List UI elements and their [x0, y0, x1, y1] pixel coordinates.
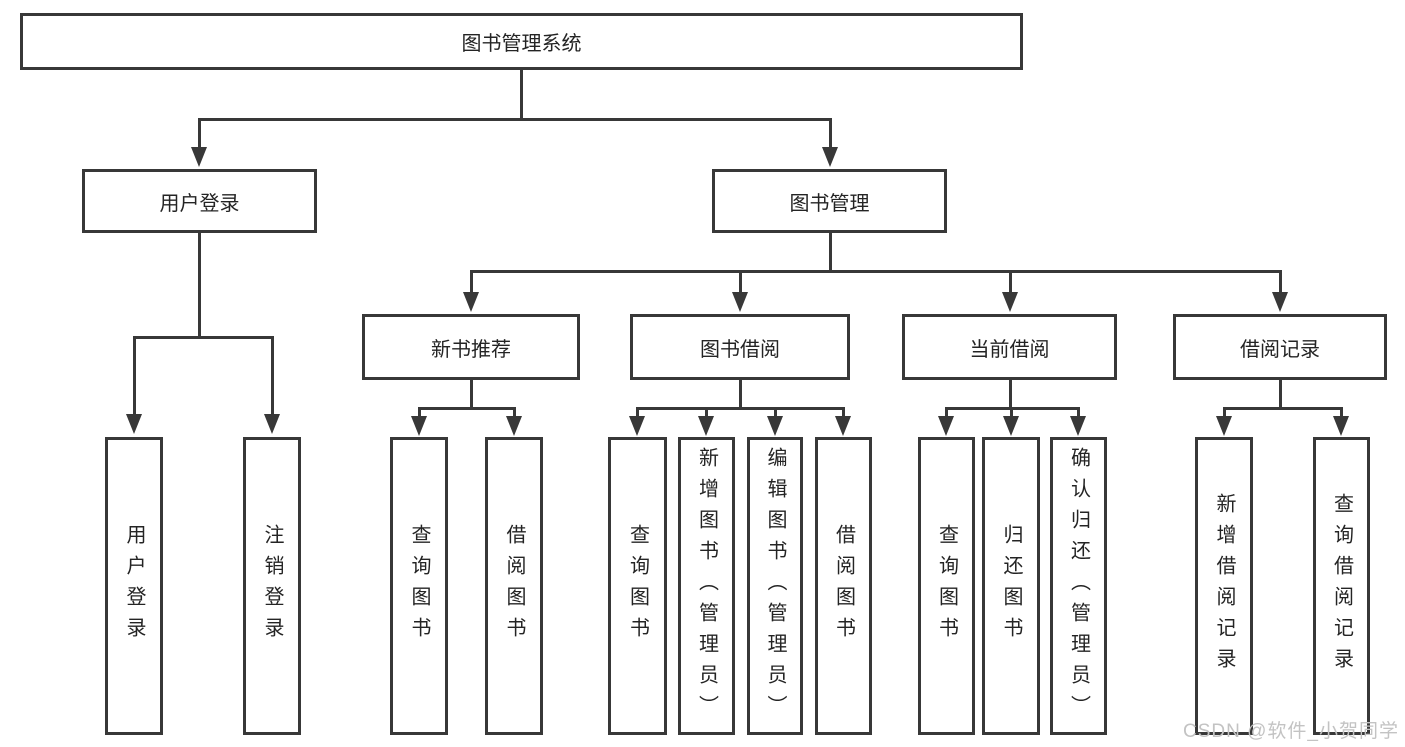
arrow-down-icon [264, 414, 280, 434]
node-label: 编辑图书（管理员） [764, 446, 786, 726]
connector-line [133, 336, 273, 339]
arrow-down-icon [835, 416, 851, 436]
connector-line [470, 270, 473, 293]
connector-line [418, 407, 421, 419]
connector-line [636, 407, 639, 419]
node-borrowing-records: 借阅记录 [1173, 314, 1387, 380]
arrow-down-icon [732, 292, 748, 312]
connector-line [842, 407, 845, 419]
connector-line [705, 407, 708, 419]
node-label: 归还图书 [1000, 524, 1022, 648]
arrow-down-icon [191, 147, 207, 167]
node-leaf-return-books: 归还图书 [982, 437, 1040, 735]
node-label: 查询图书 [626, 524, 649, 648]
connector-line [1010, 407, 1013, 419]
node-book-borrowing: 图书借阅 [630, 314, 850, 380]
connector-line [198, 233, 201, 336]
arrow-down-icon [822, 147, 838, 167]
node-leaf-add-books-admin: 新增图书（管理员） [678, 437, 735, 735]
connector-line [945, 407, 948, 419]
connector-line [198, 118, 832, 121]
node-label: 新书推荐 [431, 338, 511, 361]
node-label: 图书借阅 [700, 338, 780, 361]
connector-line [418, 407, 515, 410]
arrow-down-icon [767, 416, 783, 436]
connector-line [198, 118, 201, 148]
node-label: 新增借阅记录 [1213, 493, 1235, 679]
node-leaf-borrow-books-recommend: 借阅图书 [485, 437, 543, 735]
node-leaf-query-books-current: 查询图书 [918, 437, 975, 735]
node-label: 注销登录 [261, 524, 283, 648]
arrow-down-icon [411, 416, 427, 436]
node-label: 用户登录 [123, 524, 145, 648]
connector-line [1279, 270, 1282, 293]
node-label: 确认归还（管理员） [1067, 446, 1090, 726]
node-label: 图书管理系统 [461, 33, 582, 55]
connector-line [829, 118, 832, 148]
connector-line [513, 407, 516, 419]
connector-line [1223, 407, 1226, 419]
node-leaf-add-borrow-record: 新增借阅记录 [1195, 437, 1253, 735]
node-leaf-confirm-return-admin: 确认归还（管理员） [1050, 437, 1107, 735]
arrow-down-icon [698, 416, 714, 436]
connector-line [1077, 407, 1080, 419]
connector-line [470, 380, 473, 407]
connector-line [829, 233, 832, 270]
node-new-book-recommend: 新书推荐 [362, 314, 580, 380]
connector-line [1279, 380, 1282, 407]
node-leaf-query-books-borrowing: 查询图书 [608, 437, 667, 735]
node-user-login-module: 用户登录 [82, 169, 317, 233]
node-label: 查询图书 [935, 524, 958, 648]
connector-line [739, 270, 742, 293]
node-library-management-system: 图书管理系统 [20, 13, 1023, 70]
connector-line [739, 380, 742, 407]
arrow-down-icon [1002, 292, 1018, 312]
connector-line [774, 407, 777, 419]
connector-line [133, 336, 136, 415]
arrow-down-icon [1070, 416, 1086, 436]
arrow-down-icon [629, 416, 645, 436]
connector-line [636, 407, 844, 410]
connector-line [1009, 380, 1012, 407]
node-label: 查询图书 [408, 524, 430, 648]
node-label: 借阅图书 [832, 524, 855, 648]
connector-line [1223, 407, 1342, 410]
node-current-borrowing: 当前借阅 [902, 314, 1117, 380]
node-book-management-module: 图书管理 [712, 169, 947, 233]
arrow-down-icon [1272, 292, 1288, 312]
node-label: 图书管理 [789, 192, 870, 215]
connector-line [470, 270, 1281, 273]
node-label: 借阅图书 [503, 524, 525, 648]
csdn-watermark: CSDN @软件_小贺同学 [1183, 721, 1399, 742]
arrow-down-icon [126, 414, 142, 434]
node-label: 新增图书（管理员） [695, 446, 718, 726]
node-leaf-borrow-books: 借阅图书 [815, 437, 872, 735]
arrow-down-icon [1003, 416, 1019, 436]
arrow-down-icon [463, 292, 479, 312]
node-label: 用户登录 [159, 192, 240, 215]
arrow-down-icon [938, 416, 954, 436]
node-leaf-edit-books-admin: 编辑图书（管理员） [747, 437, 803, 735]
connector-line [271, 336, 274, 415]
node-label: 查询借阅记录 [1330, 493, 1353, 679]
connector-line [1340, 407, 1343, 419]
node-label: 当前借阅 [969, 338, 1050, 361]
arrow-down-icon [506, 416, 522, 436]
arrow-down-icon [1216, 416, 1232, 436]
node-label: 借阅记录 [1240, 338, 1320, 361]
connector-line [1009, 270, 1012, 293]
node-leaf-query-borrow-record: 查询借阅记录 [1313, 437, 1370, 735]
arrow-down-icon [1333, 416, 1349, 436]
node-leaf-user-login: 用户登录 [105, 437, 163, 735]
node-leaf-logout: 注销登录 [243, 437, 301, 735]
connector-line [520, 70, 523, 120]
node-leaf-query-books-recommend: 查询图书 [390, 437, 448, 735]
